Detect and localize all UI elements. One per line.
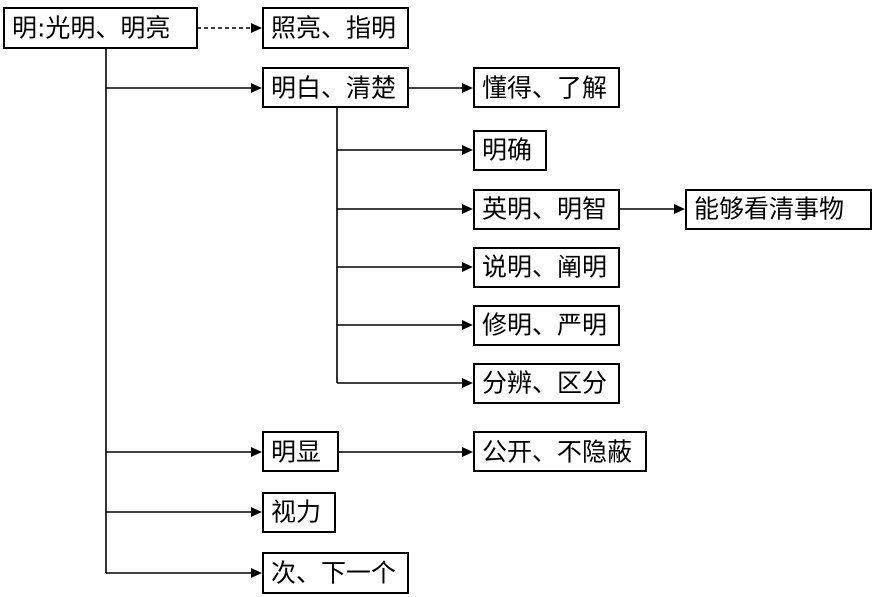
node-label: 说明、阐明 xyxy=(482,253,607,282)
arrowhead xyxy=(462,320,473,330)
node-label: 视力 xyxy=(271,498,321,527)
node-ci: 次、下一个 xyxy=(262,552,409,594)
node-label: 明:光明、明亮 xyxy=(12,14,170,43)
node-dongde: 懂得、了解 xyxy=(473,67,620,108)
node-label: 修明、严明 xyxy=(482,311,607,340)
node-label: 英明、明智 xyxy=(482,195,607,224)
arrowhead xyxy=(251,83,262,93)
node-nenggou: 能够看清事物 xyxy=(685,189,872,230)
node-zhaoliang: 照亮、指明 xyxy=(262,7,409,49)
node-mingxian: 明显 xyxy=(262,431,339,472)
node-label: 明白、清楚 xyxy=(271,74,396,103)
node-root: 明:光明、明亮 xyxy=(3,7,198,49)
arrowhead xyxy=(251,568,262,578)
node-label: 照亮、指明 xyxy=(271,14,396,43)
node-label: 明显 xyxy=(271,438,321,467)
connectors xyxy=(105,23,685,578)
arrowhead xyxy=(251,447,262,457)
arrowhead xyxy=(462,83,473,93)
node-label: 懂得、了解 xyxy=(482,74,607,103)
node-label: 明确 xyxy=(482,136,532,165)
node-yingming: 英明、明智 xyxy=(473,189,620,230)
node-label: 公开、不隐蔽 xyxy=(482,438,632,467)
node-label: 能够看清事物 xyxy=(694,195,844,224)
node-gongkai: 公开、不隐蔽 xyxy=(473,431,647,472)
arrowhead xyxy=(462,378,473,388)
arrowhead xyxy=(462,447,473,457)
arrowhead xyxy=(462,262,473,272)
node-fenbian: 分辨、区分 xyxy=(473,363,620,404)
node-label: 分辨、区分 xyxy=(482,369,607,398)
node-mingque: 明确 xyxy=(473,130,547,171)
arrowhead xyxy=(251,23,262,33)
arrowhead xyxy=(462,204,473,214)
arrowhead xyxy=(674,204,685,214)
arrowhead xyxy=(251,507,262,517)
arrowhead xyxy=(462,145,473,155)
node-label: 次、下一个 xyxy=(271,559,396,588)
node-shili: 视力 xyxy=(262,492,336,533)
node-mingbai: 明白、清楚 xyxy=(262,67,409,108)
node-xiuming: 修明、严明 xyxy=(473,305,620,346)
node-shuoming: 说明、阐明 xyxy=(473,247,620,288)
